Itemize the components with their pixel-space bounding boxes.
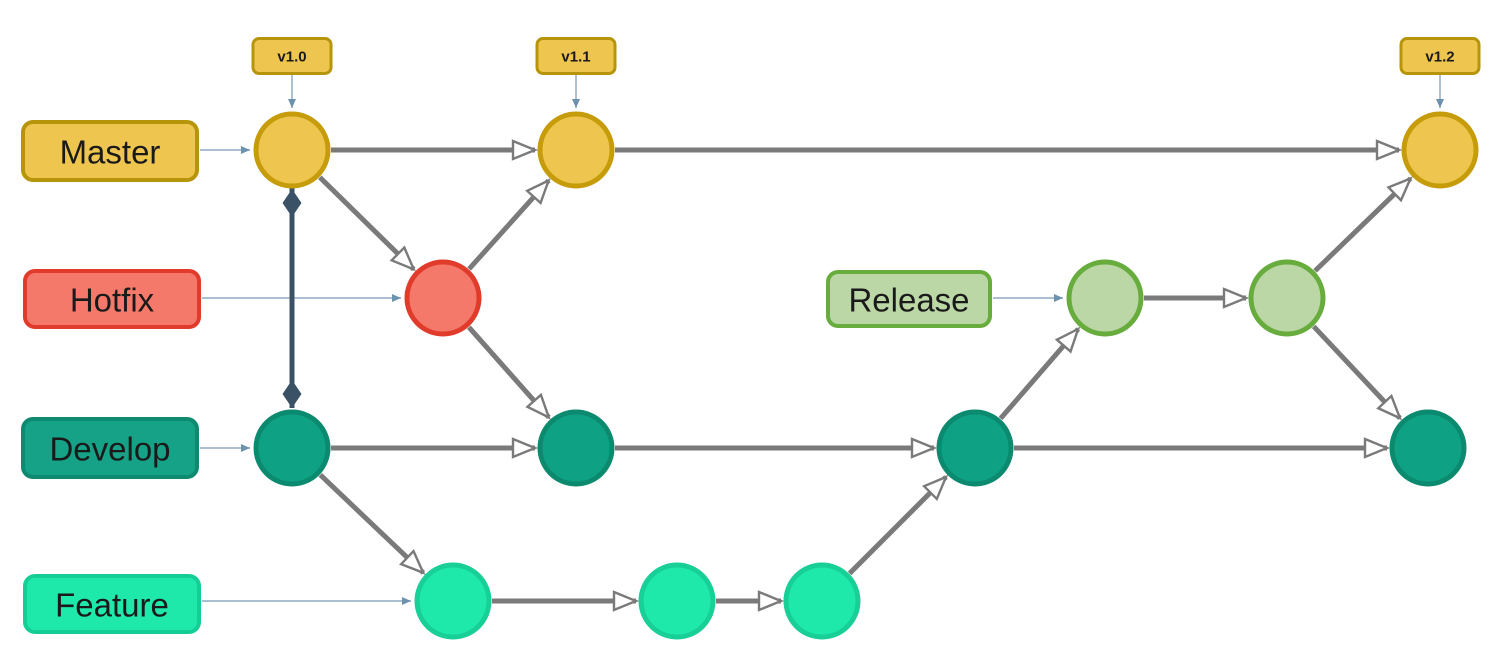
version-tag-v1.1: v1.1 <box>535 37 617 75</box>
branch-label-hotfix: Hotfix <box>23 269 201 329</box>
commit-edge-f3-d3 <box>847 474 949 576</box>
commit-node-d1 <box>253 409 331 487</box>
branch-label-release: Release <box>826 270 992 328</box>
version-tag-text-v1.0: v1.0 <box>277 49 306 66</box>
commit-node-m3 <box>1401 111 1479 189</box>
version-tag-v1.0: v1.0 <box>251 37 333 75</box>
version-tag-text-v1.2: v1.2 <box>1425 49 1454 66</box>
commit-node-d2 <box>537 409 615 487</box>
branch-label-feature: Feature <box>23 574 201 634</box>
commit-node-m1 <box>253 111 331 189</box>
version-tag-text-v1.1: v1.1 <box>561 49 590 66</box>
link-diamond-bottom <box>282 380 302 408</box>
link-diamond-top <box>282 189 302 217</box>
commit-node-f1 <box>414 562 492 640</box>
commit-node-h1 <box>404 259 482 337</box>
commit-node-r1 <box>1066 259 1144 337</box>
commit-node-d4 <box>1389 409 1467 487</box>
branch-label-master: Master <box>21 120 199 182</box>
commit-node-r2 <box>1248 259 1326 337</box>
commit-edge-r2-m3 <box>1313 176 1413 273</box>
commit-node-d3 <box>936 409 1014 487</box>
branch-label-text-develop: Develop <box>49 431 170 468</box>
branch-label-text-feature: Feature <box>55 587 169 624</box>
commit-edge-d1-f1 <box>318 473 426 575</box>
commit-node-m2 <box>537 111 615 189</box>
branch-label-develop: Develop <box>21 417 199 479</box>
branch-label-text-hotfix: Hotfix <box>70 282 155 319</box>
commit-edge-m1-h1 <box>318 175 416 272</box>
version-tag-v1.2: v1.2 <box>1399 37 1481 75</box>
branch-label-text-release: Release <box>848 282 969 319</box>
commit-edge-r2-d4 <box>1311 324 1403 421</box>
commit-edge-h1-m2 <box>467 178 551 271</box>
commit-edge-d3-r1 <box>998 326 1081 421</box>
commit-node-f2 <box>638 562 716 640</box>
commit-node-f3 <box>783 562 861 640</box>
branch-label-text-master: Master <box>60 134 161 171</box>
commit-edge-h1-d2 <box>467 325 551 420</box>
